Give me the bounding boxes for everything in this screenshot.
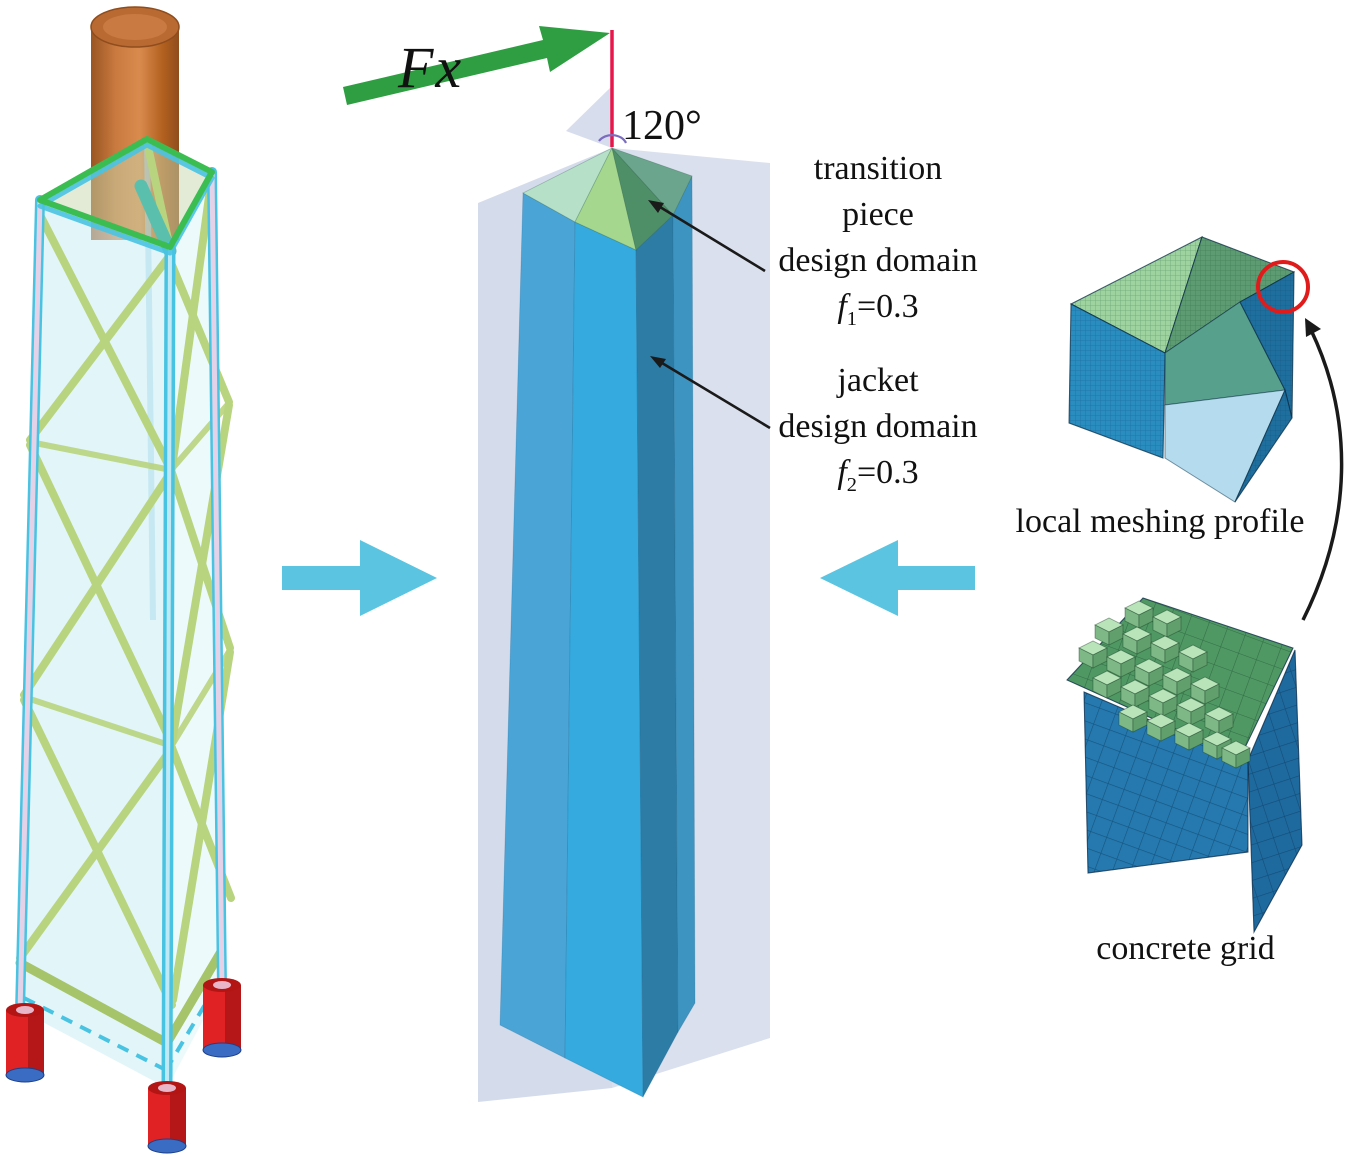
jacket-back-leg — [144, 138, 156, 621]
concrete-grid-caption: concrete grid — [1096, 930, 1275, 967]
jacket-annotation: jacket design domain f2=0.3 — [756, 358, 1000, 508]
force-label: Fx — [398, 35, 464, 100]
design-domain-model — [343, 26, 770, 1102]
angle-label: 120° — [622, 103, 702, 149]
jacket-annotation-line2: design domain — [778, 408, 978, 445]
flow-arrow-right — [820, 540, 975, 616]
transition-volume-fraction: f1=0.3 — [837, 288, 919, 330]
pile-left — [5, 1003, 45, 1083]
pile-front — [147, 1081, 187, 1154]
jacket-face-left — [20, 200, 170, 1088]
flow-arrow-left — [282, 540, 437, 616]
pile-right — [202, 978, 242, 1058]
corner-highlight-circle — [1256, 260, 1310, 314]
angle-arc — [598, 134, 628, 144]
transition-annotation-line1: transition — [813, 150, 943, 187]
jacket-design-domain-prism — [499, 175, 696, 1098]
transition-frame-green — [37, 136, 215, 250]
force-arrow — [343, 26, 610, 105]
jacket-bottom-chords — [15, 945, 227, 1048]
symmetry-plane-top-sliver — [566, 86, 612, 148]
transition-top-face — [40, 139, 212, 247]
transition-annotation-line2: piece — [842, 196, 914, 233]
transition-design-domain-pyramid — [522, 146, 693, 251]
jacket-annotation-line1: jacket — [837, 362, 919, 399]
zoom-curved-arrow — [1301, 318, 1344, 621]
jacket-structure-model — [5, 6, 242, 1154]
jacket-legs — [15, 167, 227, 1096]
concrete-grid-model — [1066, 597, 1303, 934]
jacket-volume-fraction: f2=0.3 — [837, 454, 919, 496]
local-meshing-profile-caption: local meshing profile — [1015, 503, 1305, 540]
annotation-arrow-jacket — [650, 356, 771, 430]
transition-annotation-line3: design domain — [778, 242, 978, 279]
local-meshing-cube — [1068, 236, 1296, 503]
transition-stub-tube — [134, 179, 177, 258]
transition-annotation: transition piece design domain f1=0.3 — [756, 146, 1000, 342]
annotation-arrow-transition — [648, 200, 766, 273]
